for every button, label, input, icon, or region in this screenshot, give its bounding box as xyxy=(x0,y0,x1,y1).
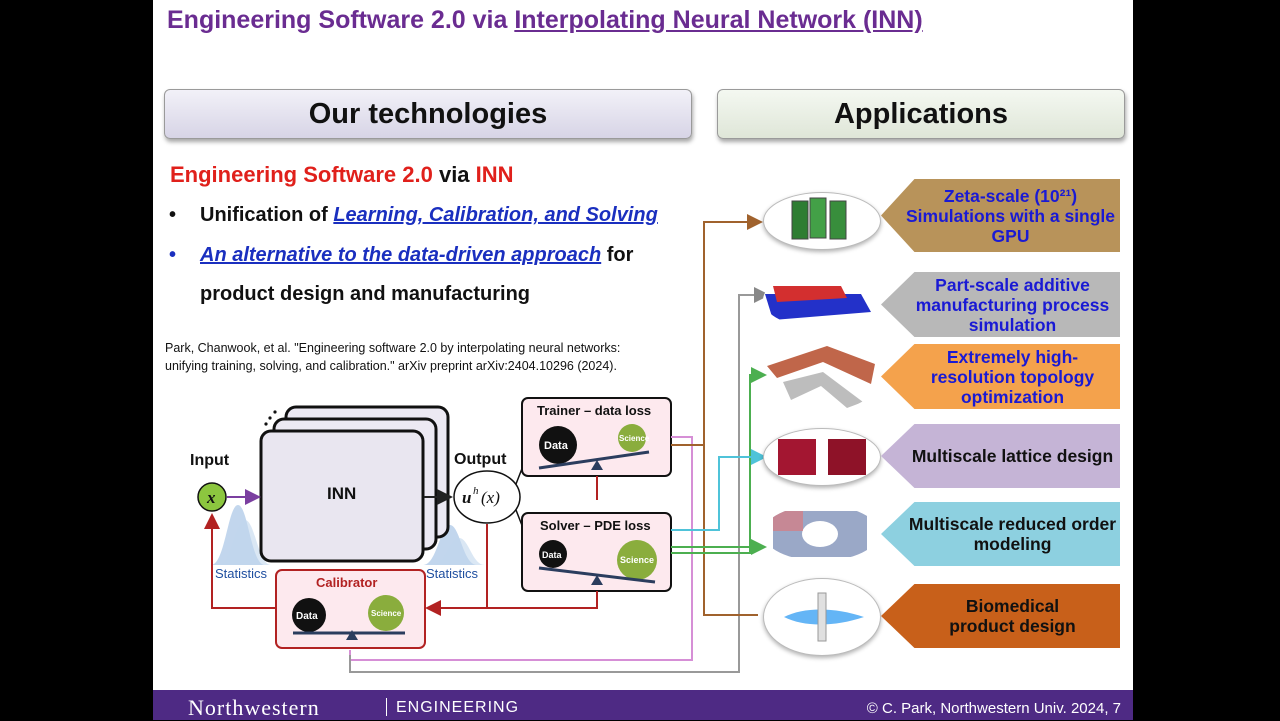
calibrator-data: Data xyxy=(296,611,318,622)
title-prefix: Engineering Software 2.0 via xyxy=(167,6,515,34)
output-node xyxy=(453,470,521,524)
esw-red-text: Engineering Software 2.0 xyxy=(170,162,433,187)
esw-heading: Engineering Software 2.0 via INN xyxy=(170,162,514,188)
app-biomedical: Biomedical product design xyxy=(881,584,1120,648)
bullet-dot: • xyxy=(169,204,177,226)
thumb-biomedical xyxy=(763,578,881,656)
statistics-right: Statistics xyxy=(426,566,479,581)
citation-line2: unifying training, solving, and calibrat… xyxy=(165,359,617,373)
input-label: Input xyxy=(190,452,230,469)
additive-image-icon xyxy=(765,286,871,320)
app-additive: Part-scale additive manufacturing proces… xyxy=(881,272,1120,337)
input-node xyxy=(197,482,227,512)
statistics-curve-right xyxy=(423,525,485,565)
input-symbol: x xyxy=(206,488,216,507)
title-link[interactable]: Interpolating Neural Network (INN) xyxy=(514,6,923,34)
app-zeta-line1: Zeta-scale (10²¹) xyxy=(943,185,1078,206)
thumb-lattice xyxy=(763,428,881,486)
output-superscript: h xyxy=(473,485,479,497)
bullet-unification: • Unification of Learning, Calibration, a… xyxy=(169,204,658,227)
engineering-label: ENGINEERING xyxy=(396,699,520,716)
bullet-alternative: • An alternative to the data-driven appro… xyxy=(169,244,633,267)
app-rom-text: Multiscale reduced order modeling xyxy=(908,514,1117,554)
citation-line1: Park, Chanwook, et al. "Engineering soft… xyxy=(165,341,621,355)
app-topology-text: Extremely high-resolution topology optim… xyxy=(930,346,1095,407)
header-our-technologies: Our technologies xyxy=(164,89,692,139)
thumb-additive xyxy=(763,272,879,328)
thumb-zeta-scale xyxy=(763,192,881,250)
slide: Engineering Software 2.0 via Interpolati… xyxy=(153,0,1133,690)
esw-via-text: via xyxy=(432,162,476,187)
output-argument: (x) xyxy=(481,488,500,507)
inn-label: INN xyxy=(327,484,356,503)
slide-title: Engineering Software 2.0 via Interpolati… xyxy=(167,6,923,35)
footer-divider xyxy=(386,698,387,716)
statistics-curve-left xyxy=(211,505,271,565)
northwestern-logo: Northwestern xyxy=(188,695,320,720)
app-zeta-line2: Simulations with a single GPU xyxy=(905,205,1116,246)
app-lattice: Multiscale lattice design xyxy=(881,424,1120,488)
header-applications: Applications xyxy=(717,89,1125,139)
zeta-scale-image-icon xyxy=(791,197,847,240)
citation: Park, Chanwook, et al. "Engineering soft… xyxy=(165,339,695,375)
biomedical-image-icon xyxy=(784,592,864,642)
bullet1-link[interactable]: Learning, Calibration, and Solving xyxy=(333,204,658,226)
bullet-dot: • xyxy=(169,244,177,266)
app-additive-text: Part-scale additive manufacturing proces… xyxy=(915,274,1110,335)
trainer-science: Science xyxy=(619,434,650,443)
output-label: Output xyxy=(454,451,507,468)
bullet1-prefix: Unification of xyxy=(200,204,334,226)
topology-image-icon xyxy=(767,346,875,408)
lattice-image-icon xyxy=(778,439,866,475)
bullet2-link[interactable]: An alternative to the data-driven approa… xyxy=(200,244,602,266)
inn-stack xyxy=(259,405,450,563)
trainer-data: Data xyxy=(544,440,569,452)
output-symbol: u xyxy=(462,488,471,507)
esw-inn-text: INN xyxy=(475,162,514,187)
footer-bar: Northwestern ENGINEERING © C. Park, Nort… xyxy=(153,690,1133,720)
solver-title: Solver – PDE loss xyxy=(540,518,651,533)
app-rom: Multiscale reduced order modeling xyxy=(881,502,1120,566)
solver-science: Science xyxy=(620,555,654,565)
trainer-title: Trainer – data loss xyxy=(537,403,651,418)
calibrator-science: Science xyxy=(371,609,402,618)
calibrator-title: Calibrator xyxy=(316,575,377,590)
inn-diagram: Input x INN Output u h (x) Statistics St… xyxy=(190,214,770,673)
copyright: © C. Park, Northwestern Univ. 2024, 7 xyxy=(866,700,1121,717)
statistics-left: Statistics xyxy=(215,566,268,581)
app-topology: Extremely high-resolution topology optim… xyxy=(881,344,1120,409)
thumb-topology xyxy=(763,342,879,412)
solver-data: Data xyxy=(542,550,563,560)
app-biomedical-text: Biomedical product design xyxy=(949,596,1076,636)
rom-image-icon xyxy=(773,511,867,557)
bullet2-line2: product design and manufacturing xyxy=(200,283,531,305)
thumb-rom xyxy=(763,505,879,561)
app-lattice-text: Multiscale lattice design xyxy=(911,446,1114,466)
bullet2-suffix: for xyxy=(601,244,634,266)
app-zeta-scale: Zeta-scale (10²¹) Simulations with a sin… xyxy=(881,179,1120,252)
